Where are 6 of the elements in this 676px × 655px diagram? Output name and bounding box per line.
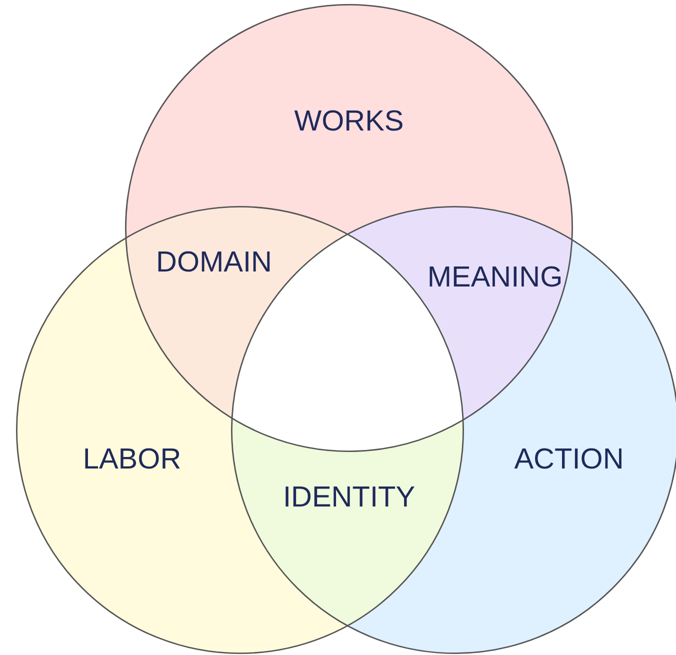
overlap-label: IDENTITY <box>282 482 416 514</box>
overlap-label: MEANING <box>427 262 563 294</box>
circle-label: ACTION <box>514 444 624 476</box>
circle-label: WORKS <box>294 106 404 138</box>
overlap-label: DOMAIN <box>156 246 272 280</box>
circle-label: LABOR <box>82 444 182 476</box>
